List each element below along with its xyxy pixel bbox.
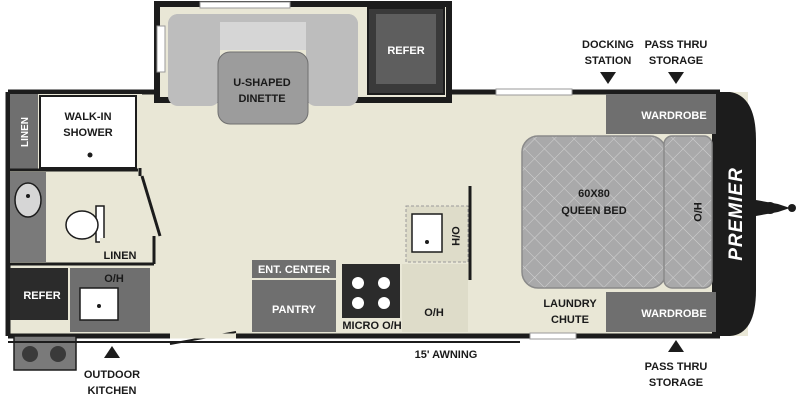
laundry-label-2: CHUTE xyxy=(551,314,589,326)
outdoor-fridge-label: REFER xyxy=(23,290,60,302)
wardrobe-top xyxy=(632,94,716,134)
refrigerator-top-label: REFER xyxy=(387,45,424,57)
shower-label-2: SHOWER xyxy=(63,127,113,139)
linen-bath-cabinet xyxy=(100,238,140,262)
kitchen-oh-label: O/H xyxy=(424,307,444,319)
sink-icon xyxy=(14,182,42,218)
dinette-cushion-inner xyxy=(220,22,306,50)
burner-2 xyxy=(378,277,390,289)
brand-logo: PREMIER xyxy=(726,167,747,261)
pass-thru-bottom-label-2: STORAGE xyxy=(649,377,703,389)
kitchen-sink-drain xyxy=(425,240,429,244)
docking-label-2: STATION xyxy=(585,55,632,67)
front-oh-label: H/O xyxy=(691,202,703,222)
sink-faucet xyxy=(26,194,30,198)
slide-window-top xyxy=(199,1,291,9)
pass-thru-top-label-1: PASS THRU xyxy=(645,39,708,51)
kitchen-counter xyxy=(402,264,468,332)
drain-icon xyxy=(87,152,93,158)
wardrobe-bottom xyxy=(632,292,716,332)
range xyxy=(342,264,400,318)
outdoor-kitchen-label-1: OUTDOOR xyxy=(84,369,140,381)
slide-window xyxy=(156,25,166,73)
dinette-label-2: DINETTE xyxy=(238,93,285,105)
pantry xyxy=(252,280,336,332)
pass-thru-top-arrow-icon xyxy=(668,72,684,84)
pantry-label: PANTRY xyxy=(272,304,317,316)
wardrobe-bottom-label: WARDROBE xyxy=(641,308,706,320)
burner-3 xyxy=(352,297,364,309)
bath-door xyxy=(140,175,162,237)
linen-left xyxy=(10,94,38,170)
toilet-icon xyxy=(65,210,99,240)
outdoor-burner-1 xyxy=(22,346,38,362)
micro-oh-label: MICRO O/H xyxy=(342,320,401,332)
window-top-right xyxy=(495,88,573,96)
outdoor-burner-2 xyxy=(50,346,66,362)
bed-label-1: 60X80 xyxy=(578,188,610,200)
hitch-coupler xyxy=(788,204,796,212)
laundry-chute-cabinet xyxy=(606,292,632,332)
awning-label: 15' AWNING xyxy=(415,349,478,361)
dinette-label-1: U-SHAPED xyxy=(233,77,291,89)
headboard-storage xyxy=(663,135,713,289)
wardrobe-top-label: WARDROBE xyxy=(641,110,706,122)
linen-left-label: LINEN xyxy=(20,117,31,147)
ent-center-label: ENT. CENTER xyxy=(258,264,330,276)
outdoor-kitchen-label-2: KITCHEN xyxy=(88,385,137,397)
pass-thru-bottom-arrow-icon xyxy=(668,340,684,352)
triangle-down-icon xyxy=(600,72,616,84)
docking-label-1: DOCKING xyxy=(582,39,634,51)
bed-label-2: QUEEN BED xyxy=(561,205,626,217)
pass-thru-bottom-label-1: PASS THRU xyxy=(645,361,708,373)
dinette-table xyxy=(217,51,309,125)
hitch-ball xyxy=(764,202,776,214)
burner-icon xyxy=(352,277,364,289)
outdoor-oh-label: O/H xyxy=(104,273,124,285)
sink-oh-label: O/H xyxy=(449,226,461,246)
shower-label-1: WALK-IN xyxy=(64,111,111,123)
burner-4 xyxy=(378,297,390,309)
kitchen-sink xyxy=(411,213,443,253)
linen-bath-label: LINEN xyxy=(104,250,137,262)
window-bottom-right xyxy=(529,332,577,340)
laundry-label-1: LAUNDRY xyxy=(543,298,597,310)
refrigerator-top-panel xyxy=(376,14,436,84)
front-cap xyxy=(712,92,756,336)
triangle-up-icon xyxy=(104,346,120,358)
outdoor-fridge xyxy=(10,268,68,320)
docking-station-cabinet xyxy=(606,94,632,134)
pass-thru-top-label-2: STORAGE xyxy=(649,55,703,67)
ent-center xyxy=(252,260,336,278)
outdoor-sink-drain xyxy=(97,304,101,308)
